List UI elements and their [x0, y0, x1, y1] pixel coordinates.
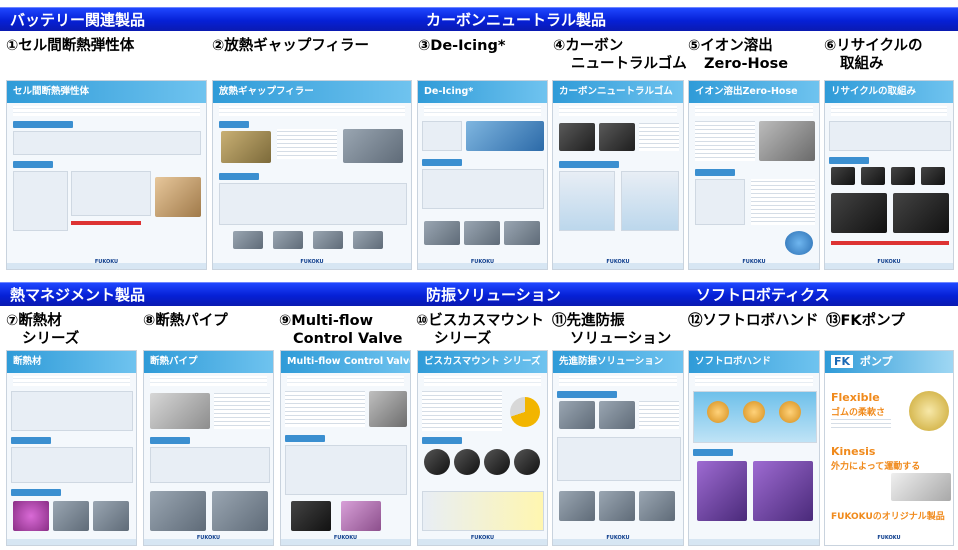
product-title-13[interactable]: ⑬FKポンプ: [826, 313, 905, 329]
fkpump-flexible: Flexible: [831, 391, 880, 404]
fkpump-flexible-sub: ゴムの柔軟さ: [831, 408, 886, 418]
thumbnail-4[interactable]: カーボンニュートラルゴム FUKOKU: [552, 80, 684, 270]
product-title-6-line2: 取組み: [840, 56, 884, 72]
thumbnail-6-logo: FUKOKU: [877, 259, 901, 265]
thumbnail-3[interactable]: De-Icing* FUKOKU: [417, 80, 548, 270]
thumbnail-5-title: イオン溶出Zero-Hose: [689, 81, 819, 103]
product-title-7-line1: ⑦断熱材: [6, 313, 62, 329]
thumbnail-13-fk: FK: [831, 355, 854, 368]
thumbnail-4-logo: FUKOKU: [606, 259, 630, 265]
product-title-2[interactable]: ②放熱ギャップフィラー: [212, 38, 369, 54]
thumbnail-9-title: Multi-flow Control Valve: [281, 351, 410, 373]
category-battery: バッテリー関連製品: [0, 7, 416, 31]
product-title-9-line1: ⑨Multi-flow: [279, 313, 374, 329]
thumbnail-1-logo: FUKOKU: [94, 259, 119, 265]
thumbnail-4-title: カーボンニュートラルゴム: [553, 81, 683, 103]
product-title-7-line2: シリーズ: [22, 331, 80, 347]
fkpump-kinesis: Kinesis: [831, 445, 876, 458]
category-carbon-neutral: カーボンニュートラル製品: [416, 7, 958, 31]
product-title-7[interactable]: ⑦断熱材 シリーズ: [6, 312, 79, 348]
product-title-8[interactable]: ⑧断熱パイプ: [143, 313, 228, 329]
product-title-6[interactable]: ⑥リサイクルの 取組み: [824, 37, 923, 73]
thumbnail-1-title: セル間断熱弾性体: [7, 81, 206, 103]
thumbnail-2[interactable]: 放熱ギャップフィラー FUKOKU: [212, 80, 412, 270]
thumbnail-11-title: 先進防振ソリューション: [553, 351, 683, 373]
thumbnail-9[interactable]: Multi-flow Control Valve FUKOKU: [280, 350, 411, 546]
thumbnail-13-title: ポンプ: [859, 355, 893, 368]
category-thermal: 熱マネジメント製品: [0, 282, 416, 306]
thumbnail-13[interactable]: FK ポンプ Flexible ゴムの柔軟さ Kinesis 外力によって運動す…: [824, 350, 954, 546]
thumbnail-9-logo: FUKOKU: [333, 535, 358, 541]
thumbnail-1[interactable]: セル間断熱弾性体 FUKOKU: [6, 80, 207, 270]
product-title-4[interactable]: ④カーボン ニュートラルゴム: [553, 37, 687, 73]
thumbnail-8[interactable]: 断熱パイプ FUKOKU: [143, 350, 274, 546]
product-title-1[interactable]: ①セル間断熱弾性体: [6, 38, 135, 54]
thumbnail-7-title: 断熱材: [7, 351, 136, 373]
thumbnail-8-logo: FUKOKU: [196, 535, 221, 541]
product-title-5-line1: ⑤イオン溶出: [688, 38, 773, 54]
product-title-11[interactable]: ⑪先進防振 ソリューション: [552, 312, 671, 348]
thumbnail-8-title: 断熱パイプ: [144, 351, 273, 373]
fkpump-original: FUKOKUのオリジナル製品: [831, 512, 945, 522]
product-title-4-line1: ④カーボン: [553, 38, 624, 54]
thumbnail-11-logo: FUKOKU: [606, 535, 630, 541]
thumbnail-12[interactable]: ソフトロボハンド: [688, 350, 820, 546]
product-title-10-line1: ⑩ビスカスマウント: [416, 313, 544, 329]
thumbnail-11[interactable]: 先進防振ソリューション FUKOKU: [552, 350, 684, 546]
thumbnail-10-title: ビスカスマウント シリーズ: [418, 351, 547, 373]
thumbnail-3-title: De-Icing*: [418, 81, 547, 103]
category-vibration: 防振ソリューション: [416, 282, 686, 306]
thumbnail-12-title: ソフトロボハンド: [689, 351, 819, 373]
thumbnail-5[interactable]: イオン溶出Zero-Hose FUKOKU: [688, 80, 820, 270]
thumbnail-2-logo: FUKOKU: [300, 259, 324, 265]
thumbnail-3-logo: FUKOKU: [470, 259, 495, 265]
thumbnail-5-logo: FUKOKU: [742, 259, 766, 265]
product-title-9[interactable]: ⑨Multi-flow Control Valve: [279, 312, 402, 348]
thumbnail-10-logo: FUKOKU: [470, 535, 495, 541]
product-title-10-line2: シリーズ: [434, 331, 492, 347]
product-title-11-line1: ⑪先進防振: [552, 313, 625, 329]
thumbnail-6-title: リサイクルの取組み: [825, 81, 953, 103]
category-soft-robotics: ソフトロボティクス: [686, 282, 958, 306]
product-title-5[interactable]: ⑤イオン溶出 Zero-Hose: [688, 37, 788, 73]
thumbnail-6[interactable]: リサイクルの取組み FUKOKU: [824, 80, 954, 270]
product-title-12[interactable]: ⑫ソフトロボハンド: [688, 313, 819, 329]
thumbnail-10[interactable]: ビスカスマウント シリーズ FUKOKU: [417, 350, 548, 546]
thumbnail-7[interactable]: 断熱材: [6, 350, 137, 546]
thumbnail-13-logo: FUKOKU: [877, 535, 901, 541]
thumbnail-2-title: 放熱ギャップフィラー: [213, 81, 411, 103]
product-title-4-line2: ニュートラルゴム: [571, 56, 687, 72]
product-title-9-line2: Control Valve: [293, 331, 403, 347]
product-title-6-line1: ⑥リサイクルの: [824, 38, 923, 54]
product-title-3[interactable]: ③De-Icing*: [418, 38, 506, 54]
fkpump-kinesis-sub: 外力によって運動する: [831, 462, 921, 472]
product-title-10[interactable]: ⑩ビスカスマウント シリーズ: [416, 312, 544, 348]
product-title-5-line2: Zero-Hose: [704, 56, 789, 72]
product-title-11-line2: ソリューション: [570, 331, 672, 347]
